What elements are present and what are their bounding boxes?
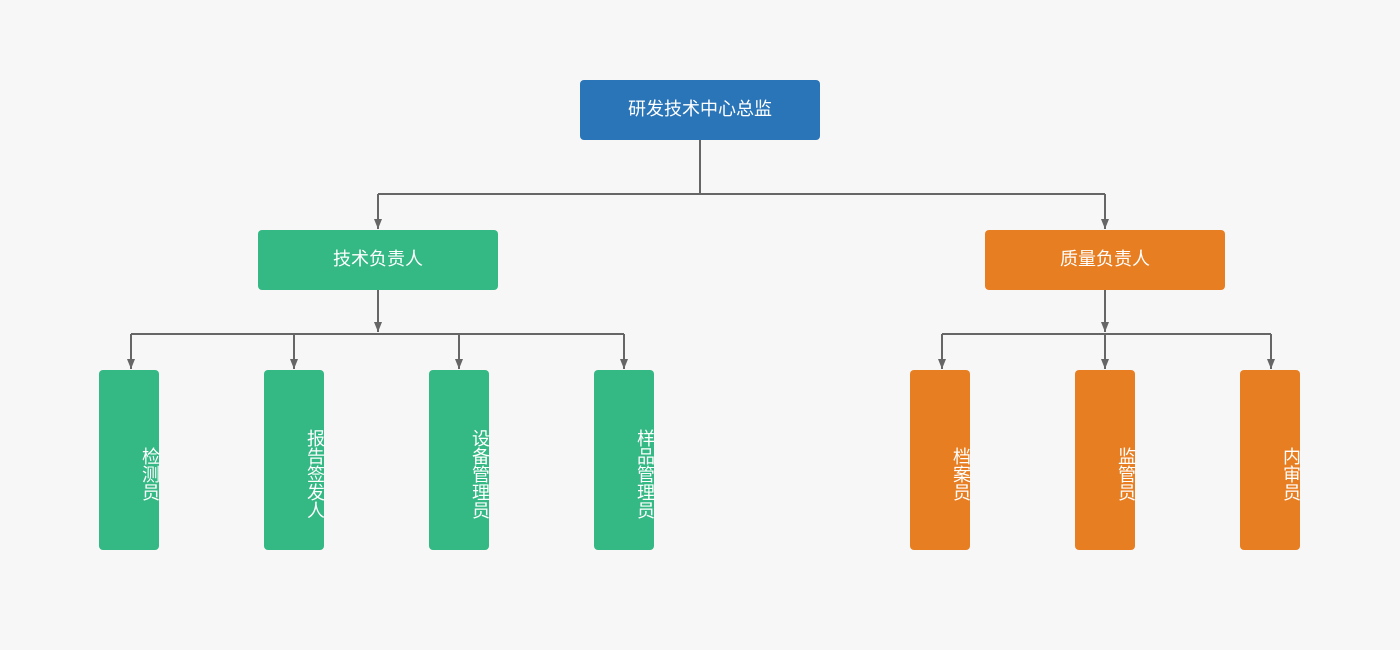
node-equipment-manager: 设备管理员: [429, 370, 490, 550]
node-inspector: 检测员: [99, 370, 160, 550]
node-sample-manager-label: 样品管理员: [634, 429, 655, 519]
node-quality-lead: 质量负责人: [985, 230, 1225, 290]
node-equipment-manager-label: 设备管理员: [469, 429, 490, 519]
node-technical-lead: 技术负责人: [258, 230, 498, 290]
node-report-issuer-label: 报告签发人: [304, 429, 325, 519]
node-rd-director: 研发技术中心总监: [580, 80, 820, 140]
node-internal-auditor-label: 内审员: [1280, 447, 1301, 501]
node-internal-auditor: 内审员: [1240, 370, 1301, 550]
node-report-issuer: 报告签发人: [264, 370, 325, 550]
node-archivist-label: 档案员: [950, 447, 971, 501]
node-supervisor-label: 监管员: [1115, 447, 1136, 501]
node-supervisor: 监管员: [1075, 370, 1136, 550]
node-archivist: 档案员: [910, 370, 971, 550]
node-inspector-label: 检测员: [139, 447, 160, 501]
node-sample-manager: 样品管理员: [594, 370, 655, 550]
